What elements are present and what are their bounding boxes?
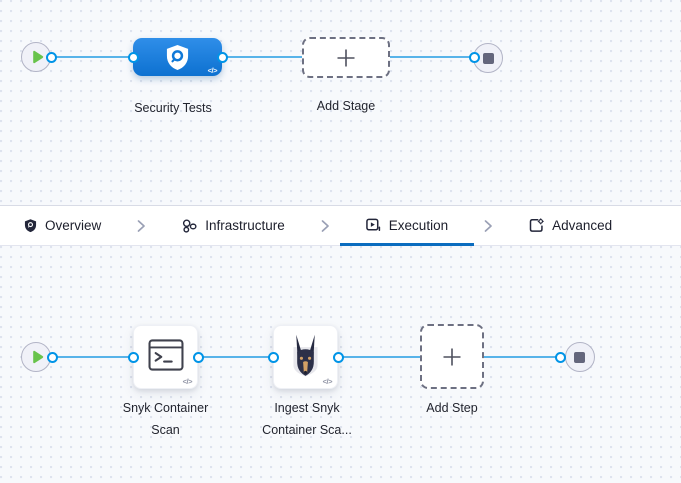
tab-overview[interactable]: Overview <box>0 206 127 245</box>
execution-end-node <box>564 342 595 372</box>
connection-port <box>216 51 228 63</box>
connection-port <box>192 351 204 363</box>
step-label-line: Ingest Snyk <box>274 401 340 415</box>
tab-label: Overview <box>45 218 102 233</box>
step-label: Ingest Snyk Container Sca... <box>238 397 376 441</box>
connection-port <box>267 351 279 363</box>
stage-label: Security Tests <box>134 101 212 115</box>
chevron-right-icon <box>321 219 330 233</box>
step-node-ingest-snyk[interactable]: </> <box>273 325 338 389</box>
add-stage-button[interactable] <box>302 37 390 78</box>
add-step-button[interactable] <box>420 324 484 389</box>
security-shield-icon <box>165 44 190 71</box>
tab-label: Execution <box>388 218 449 233</box>
add-step-label: Add Step <box>426 401 478 415</box>
step-label-line: Container Sca... <box>262 423 352 437</box>
play-icon <box>32 350 44 364</box>
play-icon <box>32 50 44 64</box>
connection-port <box>46 51 57 63</box>
execution-start-node <box>21 342 51 372</box>
connection-port <box>554 351 566 363</box>
step-label-line: Snyk Container <box>122 401 209 415</box>
execution-canvas: </> </> <box>0 246 681 483</box>
stage-node-security-tests[interactable]: </> <box>133 38 222 76</box>
infrastructure-icon <box>182 219 197 233</box>
shield-icon <box>24 218 37 233</box>
code-icon: </> <box>182 377 193 386</box>
connection-port <box>46 351 58 363</box>
connection-port <box>468 51 480 63</box>
snyk-dog-icon <box>287 333 324 378</box>
plus-icon <box>335 47 357 69</box>
tab-label: Infrastructure <box>205 218 285 233</box>
chevron-right-icon <box>137 219 146 233</box>
stop-icon <box>482 52 494 64</box>
step-node-snyk-container-scan[interactable]: </> <box>133 325 198 389</box>
code-icon: </> <box>322 377 333 386</box>
tab-execution[interactable]: Execution <box>339 206 475 246</box>
connection-port <box>127 351 139 363</box>
plus-icon <box>441 346 463 368</box>
advanced-icon <box>529 218 544 233</box>
stage-connector-line <box>36 56 488 58</box>
tab-infrastructure[interactable]: Infrastructure <box>156 206 311 245</box>
stage-canvas: </> Security Tests Add Stage <box>0 0 681 205</box>
stage-config-tabbar: Overview Infrastructure Execution <box>0 205 681 246</box>
chevron-right-icon <box>484 219 493 233</box>
connection-port <box>127 51 139 63</box>
add-stage-label: Add Stage <box>316 99 376 113</box>
connection-port <box>332 351 344 363</box>
terminal-icon <box>147 339 184 371</box>
step-label-line: Scan <box>151 423 180 437</box>
code-icon: </> <box>207 66 218 75</box>
tab-label: Advanced <box>552 218 613 233</box>
tab-advanced[interactable]: Advanced <box>503 206 638 245</box>
step-label: Snyk Container Scan <box>98 397 233 441</box>
stop-icon <box>574 351 585 363</box>
execution-icon <box>365 218 381 233</box>
